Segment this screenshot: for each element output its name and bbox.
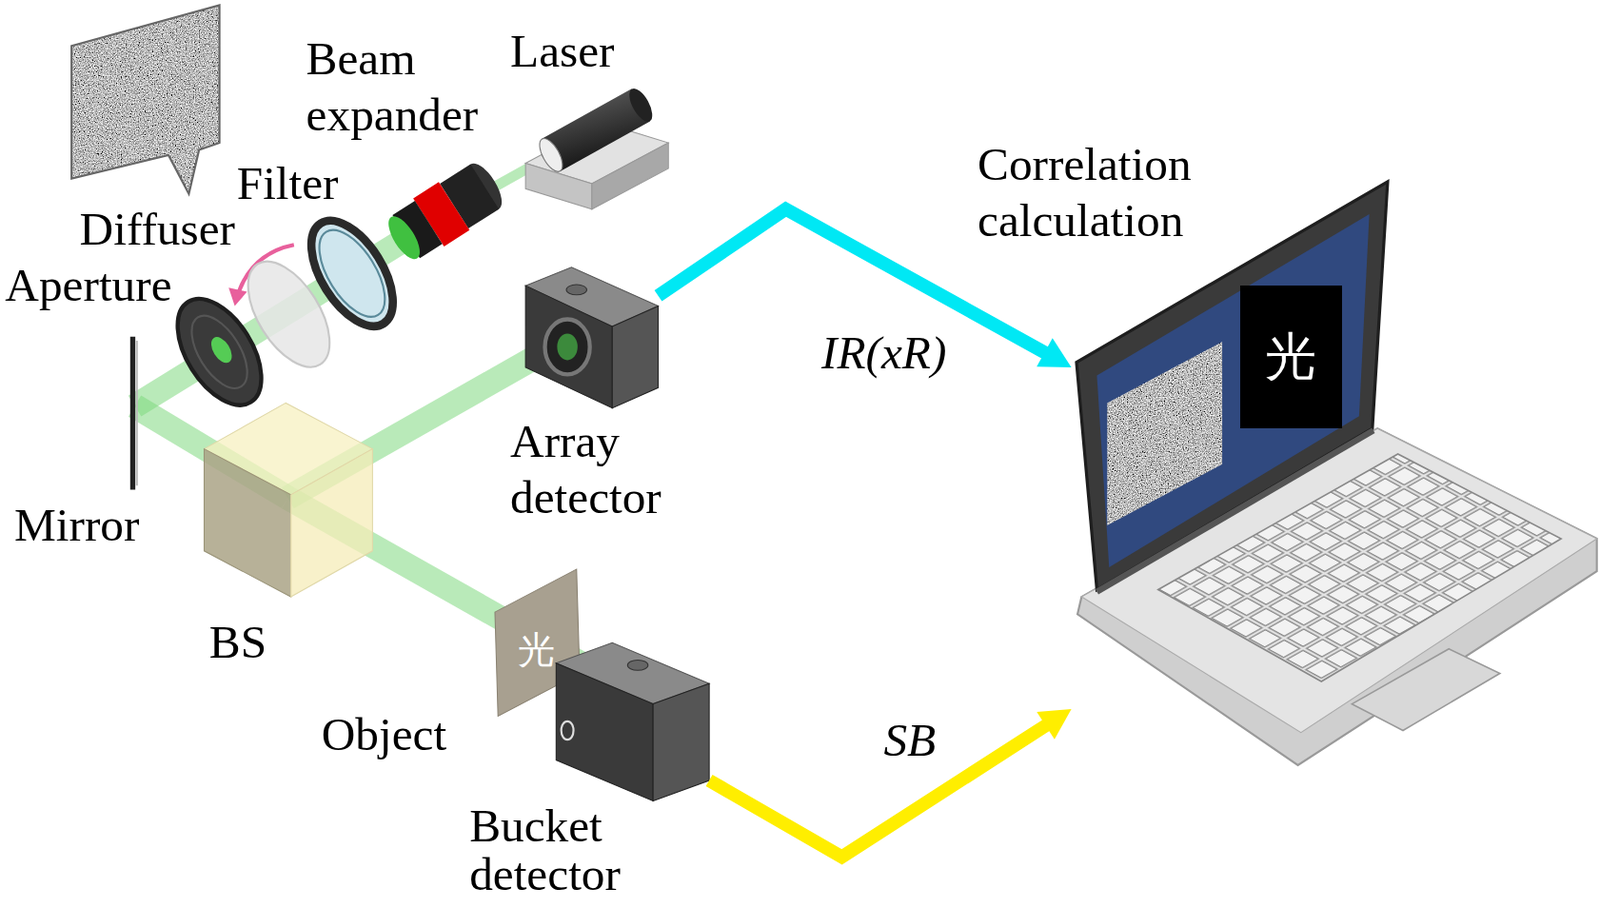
laptop-computer (1076, 181, 1598, 766)
laser-source (525, 84, 669, 209)
signal-label: IR(xR) (821, 324, 947, 381)
part-label: Laser (510, 22, 664, 80)
part-label: Diffuser (79, 200, 284, 257)
bucket-detector: Bucket detector (555, 642, 710, 801)
part-label: Beam expander (306, 30, 532, 143)
reconstructed-image: 光 (1240, 285, 1343, 429)
part-label: BS (209, 613, 312, 671)
array-detector-camera (525, 267, 658, 409)
bucket-detector-box (555, 642, 710, 801)
signal-label: SB (883, 711, 936, 769)
object-mask-node: 光 (505, 596, 569, 705)
computer-label: Correlation calculation (977, 136, 1248, 249)
part-label: Filter (237, 155, 401, 212)
beam-expander (382, 158, 509, 264)
part-label: Aperture (4, 256, 209, 314)
part-label: Object (321, 706, 506, 763)
arrow-head (1036, 709, 1071, 740)
aperture-iris (160, 284, 279, 420)
array-detector: Array detector (525, 267, 658, 409)
signal-arrow (709, 709, 1072, 857)
laptop-node: Correlation calculation光 (1071, 178, 1598, 766)
speckle-callout (71, 4, 219, 194)
arrow-head (1036, 337, 1071, 368)
beam-splitter-cube (204, 402, 374, 597)
image-character: 光 (1264, 329, 1317, 386)
detector-label: Array detector (510, 413, 699, 526)
mirror (132, 336, 137, 491)
detector-label: Bucket detector (469, 801, 664, 901)
signal-line (709, 724, 1047, 857)
part-label: Mirror (14, 496, 198, 554)
object-character: 光 (517, 630, 555, 671)
